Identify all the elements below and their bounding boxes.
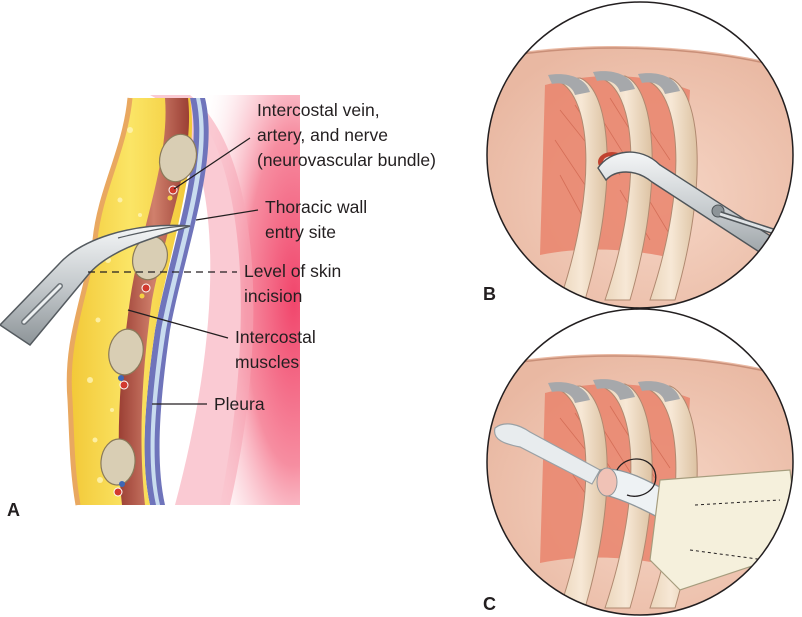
label-pleura: Pleura [214, 394, 265, 414]
panel-label-a: A [7, 500, 20, 520]
panel-label-b: B [483, 284, 496, 304]
panel-c-tube-secured: C [480, 309, 800, 617]
panel-label-c: C [483, 594, 496, 614]
label-neurovascular-bundle: Intercostal vein, artery, and nerve (neu… [257, 100, 436, 170]
panel-a-cross-section: Intercostal vein, artery, and nerve (neu… [0, 95, 436, 520]
panel-b-blunt-dissection: B [480, 2, 800, 320]
